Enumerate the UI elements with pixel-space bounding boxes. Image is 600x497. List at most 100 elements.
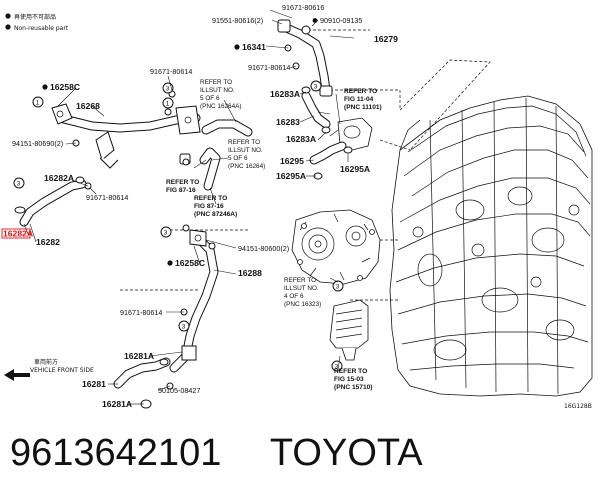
hose-16282 (14, 176, 87, 227)
svg-text:(PNC 11101): (PNC 11101) (344, 104, 382, 111)
vehicle-front-indicator: 車両前方 VEHICLE FRONT SIDE (4, 358, 94, 381)
pump-bolt-icon (301, 223, 307, 229)
ref-num: 3 (17, 180, 21, 187)
label-91671-80614-mid: 91671-80614 (86, 193, 128, 202)
label-16283a-mid: 16283A (286, 134, 316, 144)
non-reusable-marker-icon (167, 260, 173, 266)
label-16258c-top: 16258C (50, 82, 80, 92)
label-16288: 16288 (238, 268, 262, 278)
label-94151-80690: 94151-80690(2) (12, 139, 63, 148)
svg-text:(PNC 16264): (PNC 16264) (228, 163, 265, 170)
label-16279: 16279 (374, 34, 398, 44)
caption-part-number: 9613642101 (10, 432, 222, 474)
label-16282: 16282 (36, 237, 60, 247)
svg-text:5 OF 6: 5 OF 6 (200, 95, 220, 102)
label-16281a-bottom: 16281A (102, 399, 132, 409)
non-reusable-marker-icon (234, 44, 240, 50)
refer-note-fig-87-16: REFER TO FIG 87-16 (166, 179, 199, 194)
non-reusable-marker-icon (5, 13, 11, 19)
label-16281a-top: 16281A (124, 351, 154, 361)
label-91671-80614-low: 91671-80614 (120, 308, 162, 317)
water-pipe-16288 (169, 229, 219, 373)
clip-icon (208, 242, 216, 250)
refer-note-87246a: REFER TO FIG 87-16 (PNC 87246A) (194, 195, 237, 218)
ref-num: 3 (164, 229, 168, 236)
svg-text:FIG 11-04: FIG 11-04 (344, 96, 374, 103)
refer-note-fig-11-04: REFER TO FIG 11-04 (PNC 11101) (344, 88, 382, 111)
label-16281: 16281 (82, 379, 106, 389)
label-16295a-left: 16295A (276, 171, 306, 181)
svg-text:4 OF 6: 4 OF 6 (284, 293, 304, 300)
ref-num: 3 (166, 85, 170, 92)
label-16282a-highlighted: 16282A (3, 229, 33, 239)
vehicle-front-en: VEHICLE FRONT SIDE (30, 367, 94, 374)
leader-lines (23, 9, 355, 405)
svg-text:(PNC 16264A): (PNC 16264A) (200, 103, 242, 110)
pump-bolt-icon (369, 229, 375, 235)
caption-brand: TOYOTA (269, 432, 423, 474)
hose-16283 (301, 86, 331, 134)
svg-text:ILLSUT NO.: ILLSUT NO. (200, 87, 235, 94)
highlighted-part-box (1, 228, 31, 239)
svg-text:REFER TO: REFER TO (284, 277, 316, 284)
svg-text:REFER TO: REFER TO (166, 179, 199, 186)
label-91671-80614-left: 91671-80614 (150, 67, 192, 76)
label-94151-80600: 94151-80600(2) (238, 244, 289, 253)
svg-text:FIG 87-16: FIG 87-16 (166, 187, 196, 194)
legend-non-reusable-en: Non-reusable part (14, 25, 69, 32)
hose-16295 (309, 141, 353, 180)
vehicle-front-arrow-icon (4, 369, 30, 381)
legend: 再使用不可部品 Non-reusable part (5, 13, 69, 32)
pump-bolt-icon (297, 259, 303, 265)
svg-text:(PNC 15710): (PNC 15710) (334, 384, 372, 391)
label-16341: 16341 (242, 42, 266, 52)
clip-icon (182, 224, 190, 232)
circled-refs: 1 3 3 1 3 3 3 3 3 (13, 80, 344, 372)
svg-text:REFER TO: REFER TO (334, 368, 367, 375)
water-outlet-pipe-16268 (51, 103, 201, 169)
water-pump-illustration (291, 209, 381, 285)
non-reusable-marker-icon (5, 24, 11, 30)
svg-text:FIG 87-16: FIG 87-16 (194, 203, 224, 210)
label-16282a: 16282A (44, 173, 74, 183)
svg-text:REFER TO: REFER TO (194, 195, 227, 202)
label-16295: 16295 (280, 156, 304, 166)
label-16268: 16268 (76, 101, 100, 111)
label-16283: 16283 (276, 117, 300, 127)
refer-note-fig-15-03: REFER TO FIG 15-03 (PNC 15710) (334, 368, 372, 391)
ref-num: 3 (314, 83, 318, 90)
ref-num: 1 (166, 100, 170, 107)
svg-text:(PNC 16323): (PNC 16323) (284, 301, 321, 308)
diagram-code: 16G128B (564, 403, 592, 410)
oil-cooler-illustration (329, 299, 369, 361)
part-labels: 91671-80616 91551-80616(2) 90910-09135 1… (1, 3, 592, 410)
product-caption: 9613642101 TOYOTA (10, 432, 590, 488)
svg-text:ILLSUT NO.: ILLSUT NO. (284, 285, 319, 292)
ref-num: 1 (36, 99, 40, 106)
label-16295a-right: 16295A (340, 164, 370, 174)
label-16258c-bottom: 16258C (175, 258, 205, 268)
svg-text:FIG 15-03: FIG 15-03 (334, 376, 364, 383)
refer-note-16323: REFER TO ILLSUT NO. 4 OF 6 (PNC 16323) (284, 277, 321, 308)
svg-text:5 OF 6: 5 OF 6 (228, 155, 248, 162)
svg-text:REFER TO: REFER TO (228, 139, 260, 146)
legend-non-reusable-jp: 再使用不可部品 (14, 13, 56, 21)
label-90910-09135: 90910-09135 (320, 16, 362, 25)
svg-text:REFER TO: REFER TO (200, 79, 232, 86)
hose-16264-illustration (179, 119, 253, 191)
label-90105-08427: 90105-08427 (158, 386, 200, 395)
svg-text:REFER TO: REFER TO (344, 88, 377, 95)
parts-diagram: 再使用不可部品 Non-reusable part (1, 3, 593, 410)
clip-icon (164, 108, 172, 116)
hose-16281 (113, 357, 174, 409)
ref-num: 3 (336, 283, 340, 290)
water-bypass-pipe-16279 (277, 19, 333, 97)
label-91551-80616: 91551-80616(2) (212, 16, 263, 25)
label-91671-80614-top: 91671-80614 (248, 63, 290, 72)
non-reusable-marker-icon (312, 18, 318, 23)
non-reusable-marker-icon (42, 84, 48, 90)
label-91671-80616: 91671-80616 (282, 3, 324, 12)
ref-num: 3 (335, 363, 339, 370)
pump-bolt-icon (357, 275, 363, 281)
refer-note-16264a: REFER TO ILLSUT NO. 5 OF 6 (PNC 16264A) (200, 79, 242, 110)
